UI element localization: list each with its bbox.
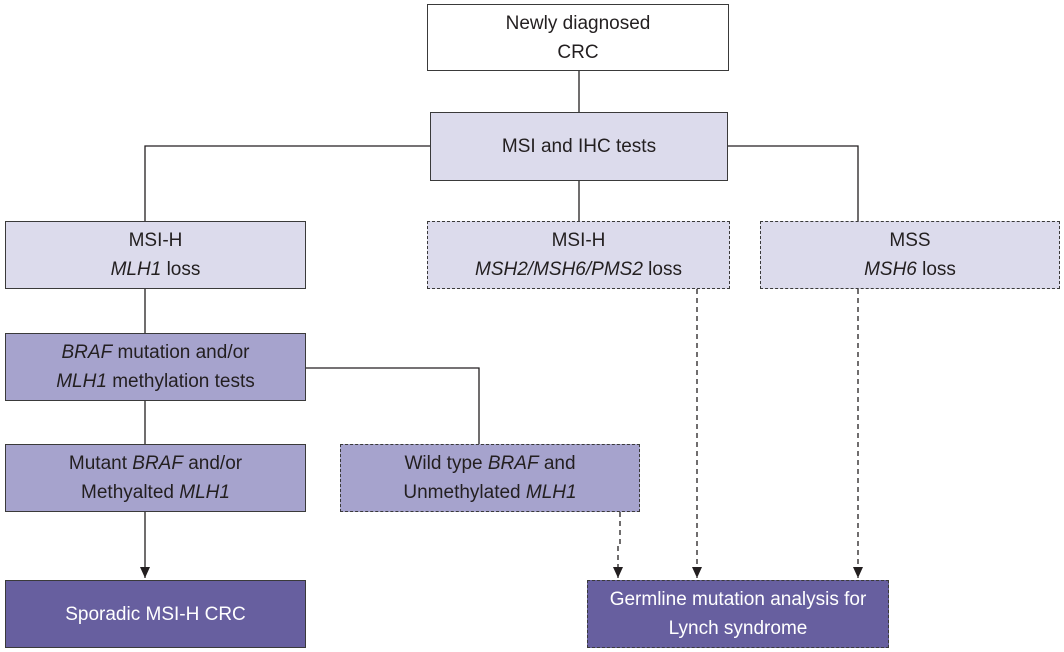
arrow-wild-type-to-germline	[613, 512, 623, 578]
connector-tests-to-mlh1	[144, 145, 430, 221]
node-text: MSH2/MSH6/PMS2 loss	[475, 259, 682, 280]
node-text: Newly diagnosed	[505, 12, 651, 34]
connector-braf-tests-to-wild-type	[306, 367, 480, 444]
node-braf-mlh1-methylation-tests: BRAF mutation and/or MLH1 methylation te…	[5, 333, 306, 401]
node-text: MLH1 loss	[110, 259, 201, 280]
node-msi-h-mlh1-loss: MSI-H MLH1 loss	[5, 221, 306, 289]
node-text: BRAF mutation and/or	[61, 342, 250, 363]
node-text: MSS	[889, 230, 931, 251]
node-text: Mutant BRAF and/or	[68, 453, 243, 474]
node-text: MSI-H	[551, 230, 606, 251]
node-text: Wild type BRAF and	[404, 453, 576, 474]
node-sporadic-msi-h-crc: Sporadic MSI-H CRC	[5, 580, 306, 648]
node-germline-mutation-analysis: Germline mutation analysis for Lynch syn…	[587, 580, 889, 648]
node-text: Methyalted MLH1	[81, 482, 230, 503]
node-text: Germline mutation analysis for	[609, 589, 867, 610]
node-msi-h-msh2-msh6-pms2-loss: MSI-H MSH2/MSH6/PMS2 loss	[427, 221, 730, 289]
node-mss-msh6-loss: MSS MSH6 loss	[760, 221, 1060, 289]
node-text: Unmethylated MLH1	[403, 482, 577, 503]
node-msi-ihc-tests: MSI and IHC tests	[430, 112, 728, 181]
node-text: CRC	[557, 41, 599, 63]
node-wild-type-braf-unmethylated-mlh1: Wild type BRAF and Unmethylated MLH1	[340, 444, 640, 512]
node-text: MSI and IHC tests	[501, 136, 657, 157]
node-newly-diagnosed-crc: Newly diagnosed CRC	[427, 4, 729, 71]
node-text: Sporadic MSI-H CRC	[65, 603, 246, 625]
connector-tests-to-mss	[728, 145, 859, 221]
node-text: MSI-H	[128, 230, 183, 251]
node-text: MLH1 methylation tests	[56, 371, 255, 392]
node-mutant-braf-methylated-mlh1: Mutant BRAF and/or Methyalted MLH1	[5, 444, 306, 512]
node-text: MSH6 loss	[864, 259, 956, 280]
node-text: Lynch syndrome	[668, 618, 808, 639]
